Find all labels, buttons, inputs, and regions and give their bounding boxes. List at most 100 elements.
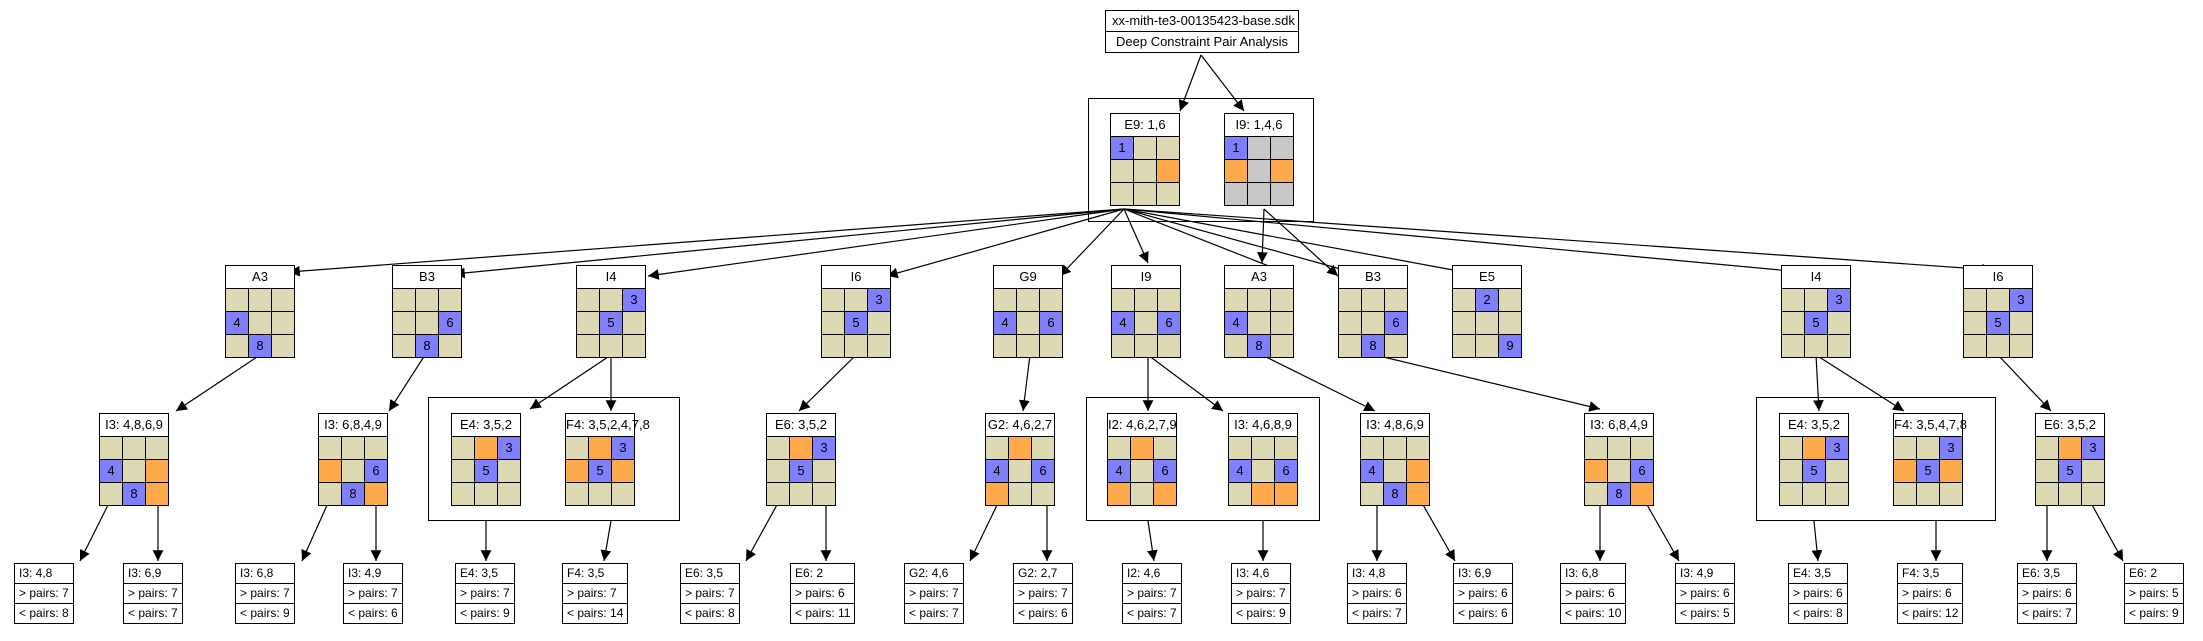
grid-cell: 2: [1476, 289, 1498, 311]
result-less: < pairs: 14: [563, 603, 628, 623]
grid-cell: [1112, 289, 1134, 311]
grid-cell: [1112, 335, 1134, 357]
grid-cell: [822, 289, 844, 311]
grid-cell: [1131, 437, 1153, 459]
edge: [1421, 502, 1456, 562]
result-more: > pairs: 7: [344, 583, 402, 603]
grid-cell: 8: [1248, 335, 1270, 357]
result-r8: E6: 2> pairs: 6< pairs: 11: [790, 563, 856, 624]
result-less: < pairs: 6: [344, 603, 402, 623]
result-less: < pairs: 7: [124, 603, 182, 623]
result-r19: E6: 3,5> pairs: 6< pairs: 7: [2017, 563, 2077, 624]
edge: [798, 354, 857, 412]
grid-cell: [2059, 437, 2081, 459]
grid-cell: [1271, 183, 1293, 205]
grid-cell: 6: [365, 460, 387, 482]
grid-cell: [1362, 289, 1384, 311]
result-more: > pairs: 7: [124, 583, 182, 603]
grid-cell: [1134, 160, 1156, 182]
grid-cell: [1134, 183, 1156, 205]
grid-cell: [416, 289, 438, 311]
result-r13: I3: 4,8> pairs: 6< pairs: 7: [1347, 563, 1407, 624]
grid-cell: [1894, 437, 1916, 459]
edge: [79, 502, 110, 562]
grid-cell: [2036, 437, 2058, 459]
grid-cell: [1229, 483, 1251, 505]
result-more: > pairs: 6: [1898, 583, 1963, 603]
grid-cell: [272, 312, 294, 334]
grid-cell: 5: [1805, 312, 1827, 334]
grid-cell: [566, 460, 588, 482]
grid-cell: [1017, 335, 1039, 357]
grid-cell: [1131, 460, 1153, 482]
grid-cell: [226, 335, 248, 357]
grid-cell: [498, 460, 520, 482]
grid-cell: [868, 312, 890, 334]
result-less: < pairs: 11: [791, 603, 855, 623]
node-title: G9: [1019, 269, 1037, 284]
grid-cell: [1499, 289, 1521, 311]
result-more: > pairs: 6: [791, 583, 855, 603]
grid-cell: 4: [1361, 460, 1383, 482]
grid-cell: 4: [1108, 460, 1130, 482]
grid-cell: [272, 335, 294, 357]
result-more: > pairs: 7: [1014, 583, 1072, 603]
grid-cell: [439, 335, 461, 357]
result-more: > pairs: 7: [563, 583, 628, 603]
node-title: F4: 3,5,2,4,7,8: [566, 417, 650, 432]
grid-cell: [623, 335, 645, 357]
i9-cluster: [1086, 397, 1320, 521]
result-r15: I3: 6,8> pairs: 6< pairs: 10: [1560, 563, 1627, 624]
grid-cell: [1157, 183, 1179, 205]
node-title: I4: [605, 269, 617, 284]
result-title: E6: 2: [2129, 566, 2158, 580]
grid-cell: [1339, 335, 1361, 357]
result-title: I3: 4,9: [1680, 566, 1714, 580]
grid-cell: [1157, 160, 1179, 182]
result-more: > pairs: 6: [2018, 583, 2076, 603]
edge: [647, 208, 1125, 280]
grid-cell: [589, 437, 611, 459]
result-more: > pairs: 6: [1348, 583, 1406, 603]
edge: [288, 208, 1125, 277]
result-title: I3: 6,8: [240, 566, 274, 580]
edge: [969, 502, 999, 562]
grid-cell: [1271, 160, 1293, 182]
node-title: A3: [1251, 269, 1267, 284]
grid-cell: [146, 437, 168, 459]
grid-cell: 5: [600, 312, 622, 334]
grid-cell: [1407, 437, 1429, 459]
edge: [1059, 208, 1125, 277]
edge: [1813, 354, 1824, 412]
grid-cell: [2059, 483, 2081, 505]
node-title: E4: 3,5,2: [459, 417, 513, 432]
grid-cell: [822, 312, 844, 334]
grid-cell: [2010, 335, 2032, 357]
grid-cell: [589, 483, 611, 505]
grid-cell: [994, 289, 1016, 311]
grid-cell: [1271, 335, 1293, 357]
grid-cell: [767, 437, 789, 459]
result-less: < pairs: 9: [1232, 603, 1290, 623]
grid-cell: 1: [1111, 137, 1133, 159]
grid-cell: 3: [612, 437, 634, 459]
grid-cell: [1248, 312, 1270, 334]
grid-cell: [1361, 437, 1383, 459]
result-title: I3: 6,9: [1458, 566, 1492, 580]
result-less: < pairs: 7: [1348, 603, 1406, 623]
grid-cell: [1361, 483, 1383, 505]
grid-cell: [1894, 483, 1916, 505]
result-more: > pairs: 7: [681, 583, 739, 603]
grid-cell: 1: [1225, 137, 1247, 159]
